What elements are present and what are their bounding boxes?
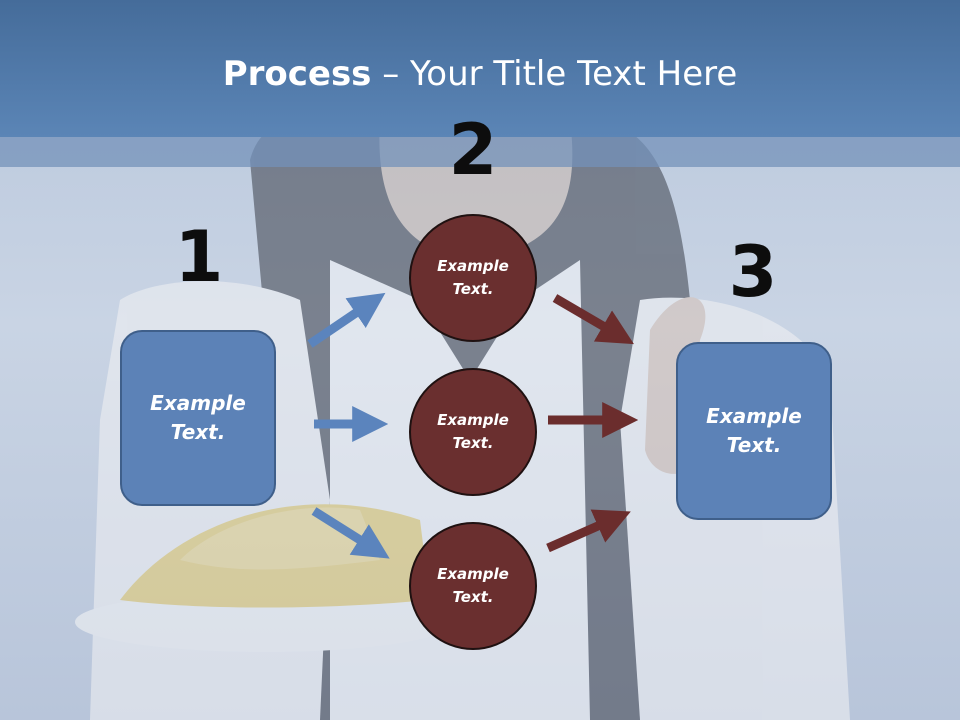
arrow-bottom-to-right: [546, 509, 631, 553]
right-step-box-text: Example Text.: [706, 404, 802, 457]
process-circle-top[interactable]: Example Text.: [409, 214, 537, 342]
title-bar-strip: [0, 137, 960, 167]
process-circle-middle[interactable]: Example Text.: [409, 368, 537, 496]
left-step-box-text: Example Text.: [150, 391, 246, 444]
process-circle-top-text: Example Text.: [437, 257, 509, 298]
arrow-left-to-bottom: [311, 507, 390, 559]
right-step-box[interactable]: Example Text.: [676, 342, 832, 520]
step-number-2: 2: [448, 109, 498, 191]
slide-title: Process – Your Title Text Here: [0, 52, 960, 96]
arrow-left-to-top: [307, 292, 386, 348]
title-bold-text: Process: [222, 54, 372, 94]
step-number-3: 3: [728, 231, 778, 313]
process-circle-bottom[interactable]: Example Text.: [409, 522, 537, 650]
process-circle-bottom-text: Example Text.: [437, 565, 509, 606]
process-circle-middle-text: Example Text.: [437, 411, 509, 452]
title-rest-text: – Your Title Text Here: [371, 54, 738, 94]
arrow-top-to-right: [552, 294, 634, 345]
step-number-1: 1: [174, 216, 224, 298]
title-bar: [0, 0, 960, 137]
left-step-box[interactable]: Example Text.: [120, 330, 276, 506]
